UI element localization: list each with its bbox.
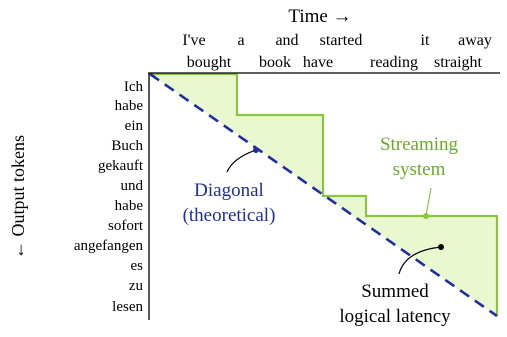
x-token: have — [303, 54, 333, 71]
latency-marker — [438, 244, 444, 250]
diagonal-label: Diagonal — [194, 180, 264, 201]
y-token: Ich — [124, 79, 144, 95]
streaming-staircase — [150, 72, 499, 316]
y-token: gekauft — [98, 158, 144, 174]
y-token: und — [121, 178, 144, 194]
x-token: away — [458, 32, 492, 49]
diagonal-marker — [253, 147, 259, 153]
x-token: bought — [187, 54, 232, 71]
x-token: and — [275, 32, 298, 49]
latency-label: Summed — [361, 281, 429, 302]
x-token: book — [259, 54, 291, 71]
diagonal-leader — [226, 149, 257, 173]
streaming-leader — [425, 187, 432, 217]
y-token: lesen — [112, 299, 143, 315]
x-token: started — [320, 32, 363, 49]
y-token: Buch — [111, 138, 143, 154]
y-token: es — [131, 258, 144, 274]
streaming-marker — [423, 213, 429, 219]
x-token: it — [421, 32, 430, 49]
x-axis-title: Time → — [288, 6, 351, 27]
streaming-label: Streaming — [380, 134, 459, 155]
x-token: reading — [370, 54, 418, 71]
x-tokens-bottom: bought book have reading straight — [187, 54, 483, 71]
y-token: angefangen — [74, 238, 144, 254]
x-tokens-top: I've a and started it away — [182, 32, 492, 49]
y-token: habe — [115, 98, 144, 114]
y-tokens: Ich habe ein Buch gekauft und habe sofor… — [74, 79, 144, 315]
latency-leader — [398, 246, 442, 275]
y-axis-title: ← Output tokens — [8, 135, 28, 259]
diagonal-label: (theoretical) — [183, 205, 276, 226]
y-token: zu — [129, 278, 144, 294]
latency-label: logical latency — [339, 306, 451, 327]
x-token: a — [237, 32, 244, 49]
x-token: I've — [182, 32, 205, 49]
y-token: ein — [125, 118, 144, 134]
streaming-label: system — [393, 159, 446, 180]
diagonal-line — [149, 72, 498, 318]
y-token: habe — [115, 198, 144, 214]
y-token: sofort — [108, 218, 144, 234]
x-token: straight — [434, 54, 483, 71]
